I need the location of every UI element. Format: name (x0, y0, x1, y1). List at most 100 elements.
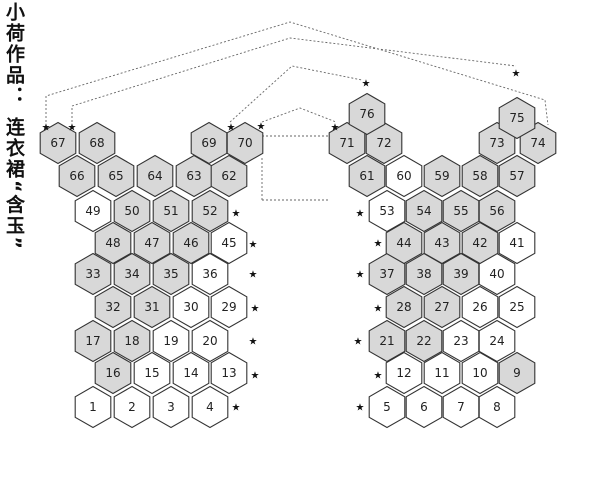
left-hex-4: 4 (191, 385, 229, 429)
hexagon-shape (113, 385, 151, 429)
hexagon-shape (368, 252, 406, 296)
hexagon-shape (498, 285, 536, 329)
star-marker: ★ (374, 304, 383, 315)
hexagon-shape (368, 319, 406, 363)
right-hex-57: 57 (498, 154, 536, 198)
hex-number: 8 (493, 400, 501, 414)
hex-number: 51 (163, 204, 178, 218)
left-hex-30: 30 (172, 285, 210, 329)
hex-number: 47 (144, 236, 159, 250)
title-line-1: 小荷作品： (3, 2, 25, 107)
left-hex-51: 51 (152, 189, 190, 233)
star-marker: ★ (356, 270, 365, 281)
right-hex-24: 24 (478, 319, 516, 363)
left-hex-1: 1 (74, 385, 112, 429)
hexagon-shape (94, 285, 132, 329)
hexagon-shape (97, 154, 135, 198)
hex-number: 71 (339, 136, 354, 150)
star-marker: ★ (251, 304, 260, 315)
hex-number: 34 (124, 267, 139, 281)
right-hex-42: 42 (461, 221, 499, 265)
hexagon-shape (210, 154, 248, 198)
hex-number: 27 (434, 300, 449, 314)
hex-number: 53 (379, 204, 394, 218)
left-hex-68: 68 (78, 121, 116, 165)
star-marker: ★ (356, 403, 365, 414)
hex-number: 55 (453, 204, 468, 218)
right-hex-60: 60 (385, 154, 423, 198)
hexagon-shape (136, 154, 174, 198)
hexagon-shape (152, 319, 190, 363)
hex-number: 20 (202, 334, 217, 348)
left-hex-69: 69 (190, 121, 228, 165)
hexagon-shape (423, 221, 461, 265)
hex-number: 22 (416, 334, 431, 348)
left-hex-18: 18 (113, 319, 151, 363)
left-hex-33: 33 (74, 252, 112, 296)
hex-number: 28 (396, 300, 411, 314)
star-marker: ★ (257, 122, 266, 133)
left-hex-50: 50 (113, 189, 151, 233)
hexagon-shape (405, 189, 443, 233)
hex-number: 52 (202, 204, 217, 218)
hex-number: 65 (108, 169, 123, 183)
hex-number: 72 (376, 136, 391, 150)
right-hex-40: 40 (478, 252, 516, 296)
right-hex-71: 71 (328, 121, 366, 165)
left-hex-2: 2 (113, 385, 151, 429)
star-marker: ★ (356, 209, 365, 220)
title-line-2: 连衣裙“含玉” (3, 117, 25, 251)
title-vertical: 小荷作品： 连衣裙“含玉” (2, 2, 26, 251)
star-marker: ★ (232, 403, 241, 414)
left-hex-29: 29 (210, 285, 248, 329)
hex-number: 42 (472, 236, 487, 250)
hexagon-shape (478, 189, 516, 233)
hex-number: 70 (237, 136, 252, 150)
hexagon-shape (210, 351, 248, 395)
hexagon-shape (478, 385, 516, 429)
hexagon-shape (191, 252, 229, 296)
hexagon-shape (94, 221, 132, 265)
right-hex-61: 61 (348, 154, 386, 198)
right-hex-27: 27 (423, 285, 461, 329)
hexagon-shape (385, 285, 423, 329)
right-hex-74: 74 (519, 121, 557, 165)
hex-number: 4 (206, 400, 214, 414)
hex-number: 18 (124, 334, 139, 348)
hexagon-shape (498, 154, 536, 198)
left-hex-32: 32 (94, 285, 132, 329)
hex-number: 31 (144, 300, 159, 314)
hex-number: 61 (359, 169, 374, 183)
hex-number: 62 (221, 169, 236, 183)
hexagon-shape (385, 154, 423, 198)
right-hex-59: 59 (423, 154, 461, 198)
left-hex-64: 64 (136, 154, 174, 198)
left-hex-46: 46 (172, 221, 210, 265)
right-hex-22: 22 (405, 319, 443, 363)
hex-number: 15 (144, 366, 159, 380)
right-hex-75: 75 (498, 96, 536, 140)
right-hex-6: 6 (405, 385, 443, 429)
hex-number: 26 (472, 300, 487, 314)
hex-number: 54 (416, 204, 431, 218)
right-hex-9: 9 (498, 351, 536, 395)
hex-number: 35 (163, 267, 178, 281)
hexagon-shape (423, 154, 461, 198)
hex-number: 25 (509, 300, 524, 314)
star-marker: ★ (227, 123, 236, 134)
left-hex-47: 47 (133, 221, 171, 265)
right-hex-7: 7 (442, 385, 480, 429)
left-hex-63: 63 (175, 154, 213, 198)
hex-number: 13 (221, 366, 236, 380)
hexagon-shape (461, 221, 499, 265)
connector-line (261, 107, 337, 123)
left-hex-66: 66 (58, 154, 96, 198)
hex-number: 11 (434, 366, 449, 380)
left-hex-3: 3 (152, 385, 190, 429)
hexagon-shape (133, 351, 171, 395)
hexagon-shape (172, 221, 210, 265)
right-hex-53: 53 (368, 189, 406, 233)
right-hex-55: 55 (442, 189, 480, 233)
hexagon-shape (405, 319, 443, 363)
hexagon-shape (113, 189, 151, 233)
